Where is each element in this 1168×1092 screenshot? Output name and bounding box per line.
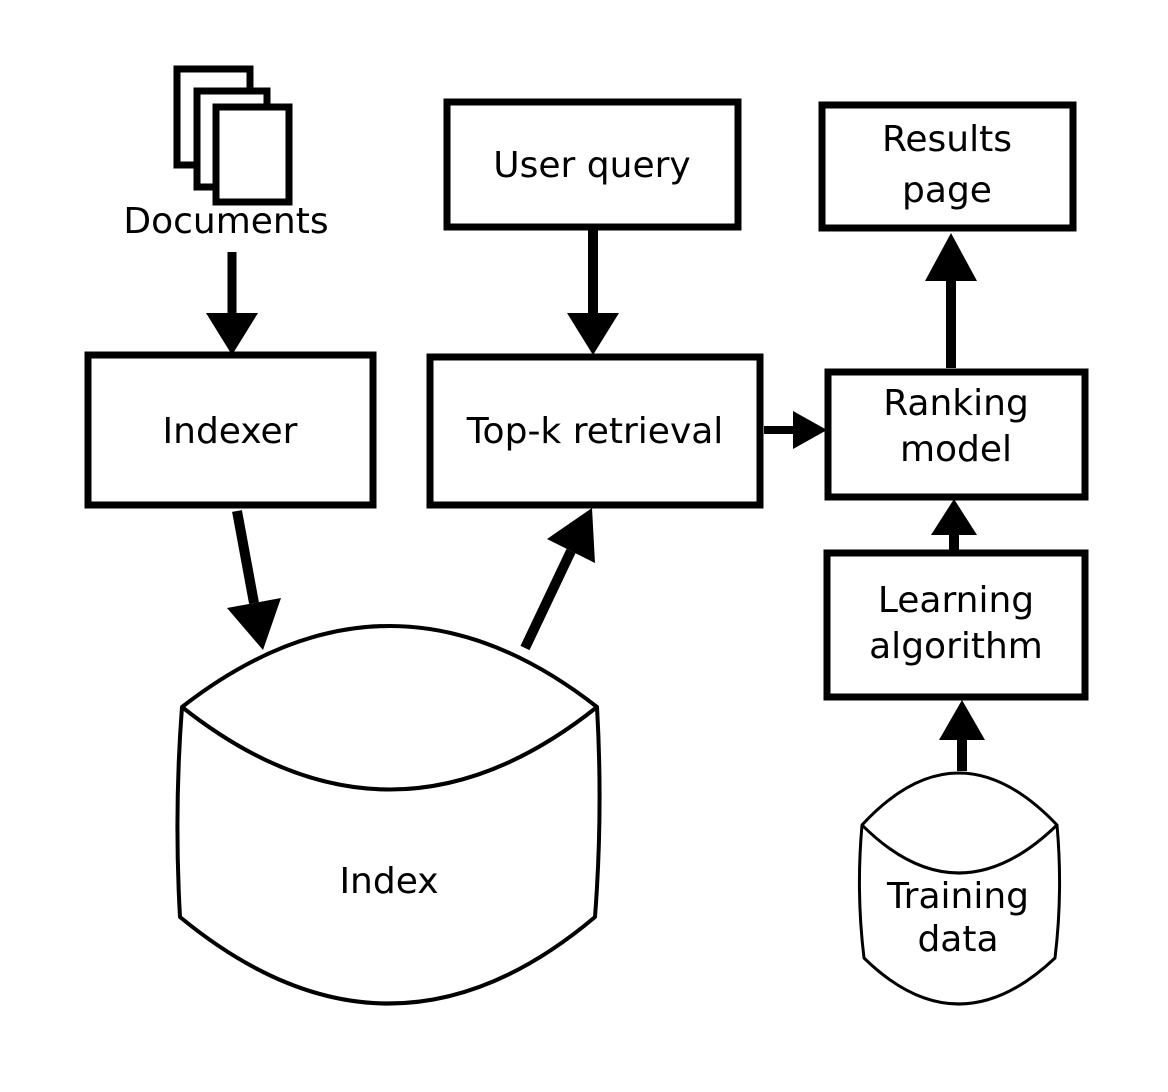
results-page-label-line2: page — [902, 170, 992, 211]
ranking-model-label-line1: Ranking — [883, 383, 1029, 424]
node-user-query: User query — [443, 98, 742, 231]
node-training-data: Training data — [857, 771, 1062, 1006]
node-documents: Documents — [123, 65, 329, 242]
node-topk-retrieval: Top-k retrieval — [426, 353, 764, 509]
topk-retrieval-label: Top-k retrieval — [466, 411, 724, 452]
user-query-label: User query — [493, 145, 690, 186]
learning-algorithm-label-line1: Learning — [878, 580, 1034, 621]
indexer-box — [84, 351, 377, 509]
arrow-index-to-topk — [520, 508, 595, 651]
arrow-indexer-to-index — [227, 510, 281, 650]
node-indexer: Indexer — [84, 351, 377, 509]
indexer-label: Indexer — [163, 411, 298, 452]
training-data-label-line1: Training — [886, 876, 1029, 917]
arrow-head — [931, 499, 977, 535]
learning-algorithm-box — [823, 549, 1089, 701]
training-data-label-line2: data — [917, 919, 998, 960]
index-label: Index — [339, 861, 438, 902]
arrow-user-query-to-topk — [567, 229, 619, 355]
training-data-cylinder-inner-arc — [860, 823, 1059, 875]
arrow-head — [567, 313, 619, 355]
arrow-documents-to-indexer — [206, 252, 258, 355]
arrow-head — [925, 233, 977, 281]
arrow-head — [547, 508, 595, 563]
arrow-learning-to-ranking — [931, 499, 977, 551]
node-learning-algorithm: Learning algorithm — [823, 549, 1089, 701]
training-data-cylinder — [857, 771, 1062, 1006]
node-results-page: Results page — [818, 101, 1077, 232]
user-query-box — [443, 98, 742, 231]
documents-stack-icon — [173, 65, 293, 206]
ranking-model-box — [824, 368, 1089, 501]
index-cylinder-inner-arc — [180, 705, 599, 792]
node-ranking-model: Ranking model — [824, 368, 1089, 501]
arrow-ranking-to-results — [925, 233, 977, 368]
arrow-head — [793, 411, 827, 449]
page-front — [212, 103, 293, 206]
arrow-shaft — [232, 510, 259, 604]
arrow-head — [206, 313, 258, 355]
results-page-label-line1: Results — [882, 119, 1012, 160]
arrow-training-to-learning — [939, 700, 985, 771]
index-cylinder — [175, 624, 602, 1006]
arrow-head — [227, 598, 281, 650]
node-index: Index — [175, 624, 602, 1006]
results-page-box — [818, 101, 1077, 232]
topk-retrieval-box — [426, 353, 764, 509]
documents-label: Documents — [123, 201, 328, 242]
ranking-model-label-line2: model — [900, 429, 1012, 470]
arrow-shaft — [520, 548, 576, 651]
learning-algorithm-label-line2: algorithm — [869, 626, 1043, 667]
arrow-topk-to-ranking — [764, 411, 827, 449]
arrow-head — [939, 700, 985, 740]
